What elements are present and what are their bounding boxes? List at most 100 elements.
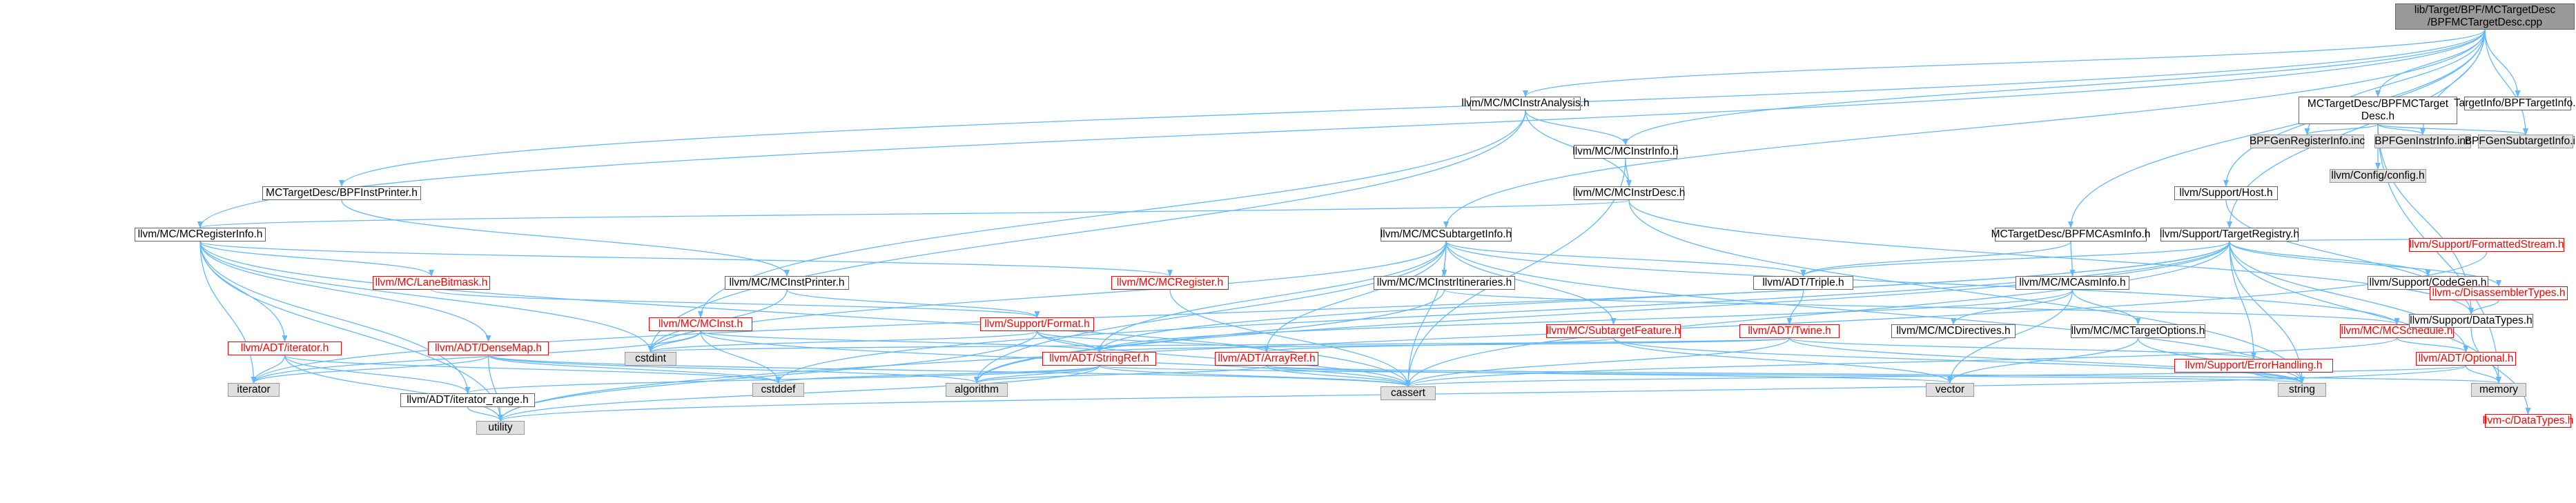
- graph-node-adtIterator[interactable]: llvm/ADT/iterator.h: [228, 342, 342, 355]
- edge-adtIterator-to-iteratorRange: [284, 355, 471, 394]
- graph-node-root[interactable]: lib/Target/BPF/MCTargetDesc/BPFMCTargetD…: [2395, 3, 2575, 30]
- graph-node-laneBitmask[interactable]: llvm/MC/LaneBitmask.h: [373, 276, 490, 290]
- graph-node-label: llvm/MC/MCRegister.h: [1116, 277, 1224, 288]
- edge-subtargetInfo-to-string: [1445, 241, 2305, 384]
- graph-node-cstddef: cstddef: [752, 383, 804, 397]
- graph-node-bpfGenInstrInfo: BPFGenInstrInfo.inc: [2374, 135, 2471, 148]
- graph-node-format[interactable]: llvm/Support/Format.h: [980, 317, 1094, 331]
- graph-node-host[interactable]: llvm/Support/Host.h: [2174, 186, 2278, 200]
- edge-regInfo-to-utility: [199, 241, 503, 422]
- graph-node-directives[interactable]: llvm/MC/MCDirectives.h: [1891, 324, 2016, 338]
- edge-stringRef-to-cassert: [1098, 365, 1411, 387]
- edge-root-to-subtargetInfo: [1443, 29, 2486, 228]
- edge-instrDesc-to-string: [1628, 199, 2305, 384]
- edge-regInfo-to-iteratorRange: [199, 241, 471, 394]
- graph-node-bpfInstPrinter[interactable]: MCTargetDesc/BPFInstPrinter.h: [262, 186, 421, 200]
- graph-node-label: BPFGenRegisterInfo.inc: [2249, 135, 2365, 147]
- edge-laneBitmask-to-format: [431, 289, 1040, 318]
- graph-node-vector: vector: [1926, 383, 1974, 397]
- graph-node-label: llvm/MC/MCDirectives.h: [1896, 325, 2011, 337]
- graph-node-label: llvm/Support/DataTypes.h: [2410, 315, 2533, 326]
- graph-node-utility: utility: [476, 421, 525, 435]
- graph-node-memory: memory: [2471, 383, 2526, 397]
- graph-node-arrayRef[interactable]: llvm/ADT/ArrayRef.h: [1215, 352, 1318, 366]
- edge-denseMap-to-utility: [487, 355, 503, 422]
- edge-regInfo-to-denseMap: [199, 241, 491, 342]
- graph-node-label: llvm/ADT/iterator_range.h: [407, 394, 529, 406]
- graph-node-label: llvm/Support/CodeGen.h: [2369, 277, 2487, 288]
- graph-node-bpfMCAsmInfo[interactable]: MCTargetDesc/BPFMCAsmInfo.h: [1991, 228, 2150, 241]
- edge-root-to-regInfo: [197, 29, 2486, 228]
- graph-node-mcInst[interactable]: llvm/MC/MCInst.h: [649, 317, 752, 331]
- graph-node-twine[interactable]: llvm/ADT/Twine.h: [1739, 324, 1840, 338]
- edge-mcRegister-to-cassert: [1169, 289, 1411, 387]
- graph-node-errorHandling[interactable]: llvm/Support/ErrorHandling.h: [2174, 359, 2333, 373]
- graph-node-label: llvm/MC/MCSchedule.h: [2341, 325, 2453, 337]
- edge-root-to-instrInfo: [1623, 29, 2486, 146]
- graph-node-iteratorRange[interactable]: llvm/ADT/iterator_range.h: [400, 393, 535, 407]
- graph-node-instrAnalysis[interactable]: llvm/MC/MCInstrAnalysis.h: [1461, 97, 1590, 110]
- graph-node-triple[interactable]: llvm/ADT/Triple.h: [1753, 276, 1853, 290]
- graph-node-label: llvm/MC/MCInstrDesc.h: [1572, 187, 1686, 199]
- edge-twine-to-cstdint: [649, 337, 1790, 353]
- graph-node-asmInfo[interactable]: llvm/MC/MCAsmInfo.h: [2016, 276, 2129, 290]
- edge-errorHandling-to-string: [2253, 372, 2305, 384]
- graph-node-label: iterator: [237, 384, 271, 395]
- edge-mcInst-to-stringRef: [700, 331, 1102, 353]
- graph-node-label: string: [2289, 384, 2315, 395]
- graph-node-instrItin[interactable]: llvm/MC/MCInstrItineraries.h: [1374, 276, 1515, 290]
- graph-node-instrInfo[interactable]: llvm/MC/MCInstrInfo.h: [1572, 145, 1679, 159]
- graph-node-algorithm: algorithm: [946, 383, 1008, 397]
- graph-node-label: llvm/MC/SubtargetFeature.h: [1546, 325, 1681, 337]
- edge-root-to-mctd_h: [2375, 29, 2486, 97]
- graph-node-label: llvm/Support/TargetRegistry.h: [2159, 228, 2300, 240]
- edge-stringRef-to-iteratorRange: [465, 365, 1100, 394]
- graph-node-label: llvm/Support/ErrorHandling.h: [2185, 359, 2323, 371]
- graph-node-targetRegistry[interactable]: llvm/Support/TargetRegistry.h: [2160, 228, 2299, 241]
- graph-node-label: TargetInfo/BPFTargetInfo.h: [2453, 97, 2576, 109]
- graph-node-instrDesc[interactable]: llvm/MC/MCInstrDesc.h: [1572, 186, 1686, 200]
- graph-node-label: BPFGenSubtargetInfo.inc: [2464, 135, 2576, 147]
- edge-arrayRef-to-vector: [1266, 365, 1953, 384]
- graph-node-dataTypesH[interactable]: llvm/Support/DataTypes.h: [2409, 314, 2533, 328]
- graph-node-instPrinter[interactable]: llvm/MC/MCInstPrinter.h: [725, 276, 849, 290]
- graph-node-optional[interactable]: llvm/ADT/Optional.h: [2416, 352, 2516, 366]
- graph-node-bpfTargetInfo[interactable]: TargetInfo/BPFTargetInfo.h: [2454, 97, 2576, 110]
- edge-instrAnalysis-to-cstdint: [647, 110, 1526, 353]
- edge-denseMap-to-iterator: [251, 355, 489, 384]
- graph-node-label: llvm/Support/FormattedStream.h: [2409, 239, 2564, 250]
- edge-dataTypesH-to-cDataTypes: [2470, 327, 2531, 415]
- graph-node-subtargetFeature[interactable]: llvm/MC/SubtargetFeature.h: [1546, 324, 1681, 338]
- graph-node-schedule[interactable]: llvm/MC/MCSchedule.h: [2340, 324, 2454, 338]
- graph-node-codeGen[interactable]: llvm/Support/CodeGen.h: [2368, 276, 2488, 290]
- edge-mctd_h-to-bpfGenRegInfo: [2304, 124, 2379, 135]
- edge-mcInst-to-cstddef: [700, 331, 781, 384]
- edge-instrItin-to-schedule: [1443, 289, 2399, 325]
- graph-node-stringRef[interactable]: llvm/ADT/StringRef.h: [1042, 352, 1156, 366]
- graph-node-mcRegister[interactable]: llvm/MC/MCRegister.h: [1111, 276, 1229, 290]
- graph-node-label: vector: [1935, 384, 1965, 395]
- edge-subtargetInfo-to-cassert: [1405, 241, 1447, 387]
- graph-node-label: cassert: [1391, 387, 1425, 399]
- graph-node-formattedStream[interactable]: llvm/Support/FormattedStream.h: [2409, 238, 2564, 252]
- edge-mctd_h-to-bpfGenSubtargetInfo: [2377, 124, 2528, 135]
- graph-node-cDataTypes[interactable]: llvm-c/DataTypes.h: [2483, 414, 2573, 428]
- edge-root-to-bpfGenSubtargetInfo: [2484, 29, 2528, 135]
- graph-node-disasmTypes[interactable]: llvm-c/DisassemblerTypes.h: [2430, 286, 2568, 300]
- graph-node-iterator: iterator: [228, 383, 280, 397]
- graph-node-targetOptions[interactable]: llvm/MC/MCTargetOptions.h: [2071, 324, 2205, 338]
- edge-targetRegistry-to-errorHandling: [2229, 241, 2256, 359]
- edge-stringRef-to-algorithm: [974, 365, 1100, 384]
- edge-root-to-bpfTargetInfo: [2484, 29, 2521, 97]
- graph-node-denseMap[interactable]: llvm/ADT/DenseMap.h: [428, 342, 549, 355]
- graph-node-label: llvm/ADT/Optional.h: [2418, 353, 2514, 364]
- graph-node-label: llvm/MC/MCRegisterInfo.h: [137, 228, 263, 240]
- edge-format-to-cstdint: [647, 331, 1038, 353]
- edge-denseMap-to-cstddef: [487, 355, 781, 384]
- graph-node-subtargetInfo[interactable]: llvm/MC/MCSubtargetInfo.h: [1380, 228, 1512, 241]
- graph-node-regInfo[interactable]: llvm/MC/MCRegisterInfo.h: [135, 228, 266, 241]
- graph-node-bpfGenRegInfo: BPFGenRegisterInfo.inc: [2249, 135, 2365, 148]
